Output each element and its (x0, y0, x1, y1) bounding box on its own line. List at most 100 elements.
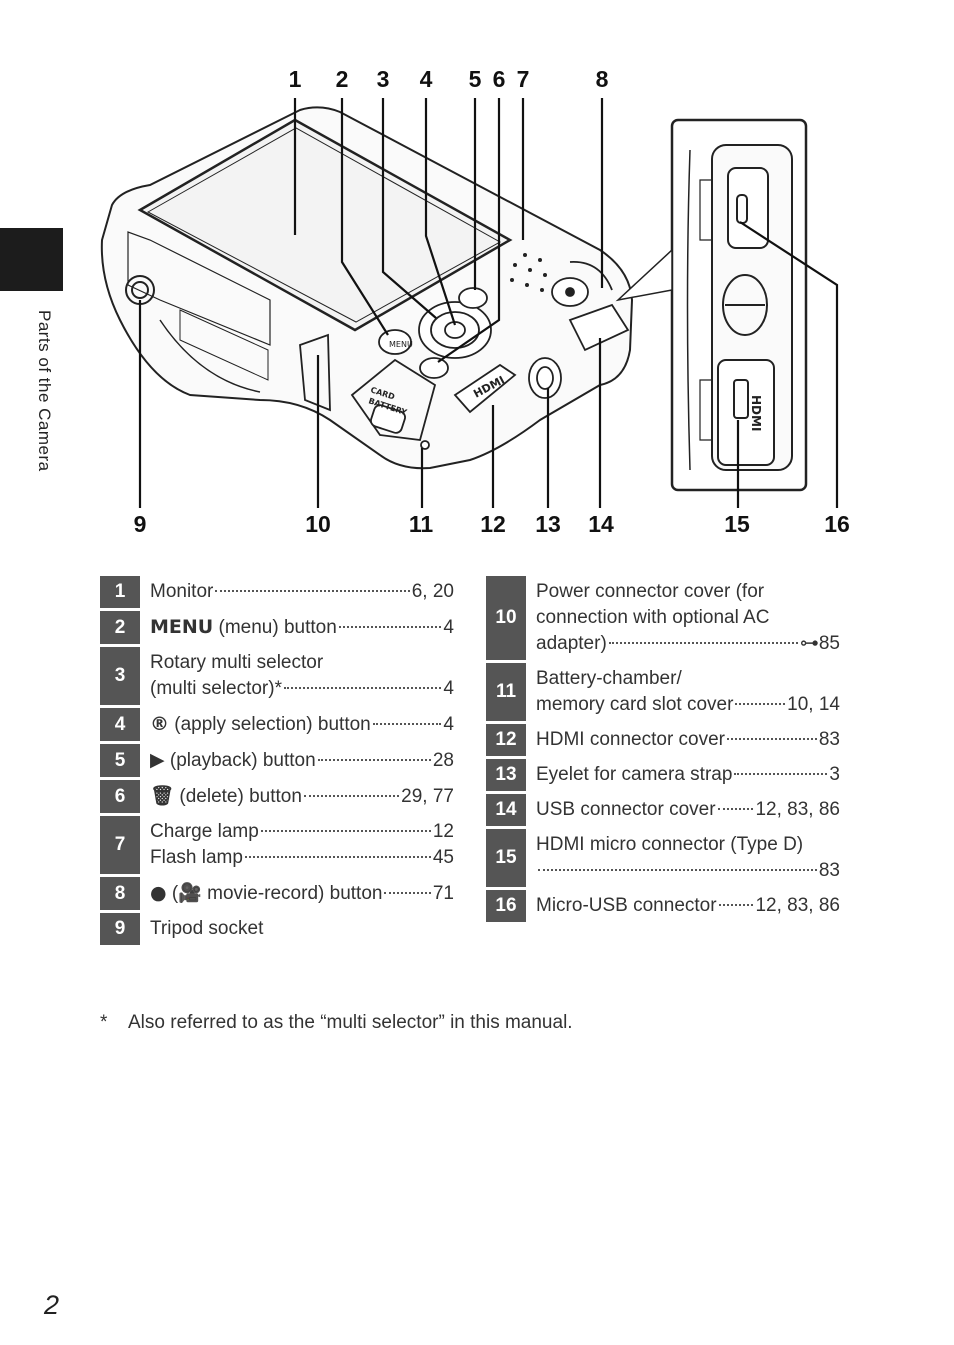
description-text: Battery-chamber/ (536, 666, 682, 692)
page-reference: 10, 14 (787, 694, 840, 715)
callout-4: 4 (419, 66, 433, 92)
page-reference: 4 (443, 714, 454, 735)
footnote-text: Also referred to as the “multi selector”… (128, 1012, 573, 1033)
part-number: 2 (100, 611, 140, 644)
part-description: HDMI micro connector (Type D) 83 (526, 829, 840, 887)
part-number: 6 (100, 780, 140, 813)
page-reference: 6, 20 (411, 581, 454, 602)
part-description: Rotary multi selector(multi selector)* 4 (140, 647, 454, 705)
part-number: 11 (486, 663, 526, 721)
description-line: Eyelet for camera strap 3 (536, 762, 840, 788)
callout-14: 14 (588, 511, 614, 537)
description-text: ® (apply selection) button (150, 711, 371, 738)
parts-row: 11 Battery-chamber/memory card slot cover… (486, 663, 840, 721)
callout-11: 11 (408, 511, 434, 537)
description-line: adapter) ⊶85 (536, 631, 840, 657)
description-label: (playback) button (164, 750, 316, 771)
hdmi-port-marking: HDMI (749, 395, 763, 431)
description-line: Rotary multi selector (150, 650, 454, 676)
part-number: 10 (486, 576, 526, 660)
description-label: connection with optional AC (536, 607, 770, 628)
description-text: Micro-USB connector (536, 893, 717, 919)
description-text: HDMI connector cover (536, 727, 725, 753)
description-text: Monitor (150, 579, 213, 605)
description-text: USB connector cover (536, 797, 716, 823)
part-description: Tripod socket (140, 913, 454, 945)
page-reference: 28 (432, 750, 454, 771)
description-label: Flash lamp (150, 847, 243, 868)
dot-leader (735, 703, 786, 705)
description-line: HDMI micro connector (Type D) (536, 832, 840, 858)
description-label: Micro-USB connector (536, 895, 717, 916)
footnote-marker: * (100, 1012, 108, 1033)
description-label: Eyelet for camera strap (536, 764, 733, 785)
description-line: connection with optional AC (536, 605, 840, 631)
camera-controls: MENU HDMI CARD BATTERY (299, 253, 630, 450)
page-reference: 4 (443, 678, 454, 699)
dot-leader (384, 892, 431, 894)
description-label: (multi selector)* (150, 678, 282, 699)
callout-2: 2 (335, 66, 349, 92)
callout-3: 3 (376, 66, 390, 92)
part-number: 14 (486, 794, 526, 826)
description-label: HDMI connector cover (536, 729, 726, 750)
description-text: Power connector cover (for (536, 579, 764, 605)
part-description: Eyelet for camera strap 3 (526, 759, 840, 791)
page-reference: ⊶85 (799, 633, 840, 654)
parts-row: 10 Power connector cover (for connection w… (486, 576, 840, 660)
part-description: USB connector cover 12, 83, 86 (526, 794, 840, 826)
dot-leader (317, 759, 431, 761)
dot-leader (372, 723, 442, 725)
description-text: (multi selector)* (150, 676, 282, 702)
parts-row: 5 ▶ (playback) button 28 (100, 744, 454, 777)
dot-leader (538, 869, 817, 871)
description-label: (apply selection) button (169, 714, 371, 735)
callout-8: 8 (595, 66, 609, 92)
description-line: Monitor 6, 20 (150, 579, 454, 605)
section-label: Parts of the Camera (35, 310, 54, 472)
description-text: ▶ (playback) button (150, 747, 316, 774)
part-number: 13 (486, 759, 526, 791)
part-number: 15 (486, 829, 526, 887)
button-symbol-icon: 🗑 (150, 785, 175, 807)
description-line: 83 (536, 858, 840, 884)
description-label: HDMI micro connector (Type D) (536, 834, 804, 855)
svg-text:MENU: MENU (389, 340, 413, 349)
description-label: memory card slot cover (536, 694, 734, 715)
page-reference: 45 (432, 847, 454, 868)
callout-5: 5 (468, 66, 482, 92)
description-label: Charge lamp (150, 821, 259, 842)
part-number: 5 (100, 744, 140, 777)
description-text: Flash lamp (150, 845, 243, 871)
callout-9: 9 (133, 511, 147, 537)
description-line: ® (apply selection) button 4 (150, 711, 454, 738)
description-line: Flash lamp 45 (150, 845, 454, 871)
parts-row: 13 Eyelet for camera strap 3 (486, 759, 840, 791)
description-label: Battery-chamber/ (536, 668, 682, 689)
parts-row: 3 Rotary multi selector(multi selector)* 4 (100, 647, 454, 705)
description-label: Power connector cover (for (536, 581, 765, 602)
part-number: 3 (100, 647, 140, 705)
callout-1: 1 (288, 66, 302, 92)
movie-icon: 🎥 (178, 882, 202, 904)
page-number: 2 (44, 1290, 60, 1320)
page-reference: 71 (432, 883, 454, 904)
description-label: ( (166, 883, 179, 904)
camera-diagram: MENU HDMI CARD BATTERY (100, 98, 839, 508)
part-number: 8 (100, 877, 140, 910)
dot-leader (734, 773, 828, 775)
description-label: Tripod socket (150, 918, 264, 939)
callout-13: 13 (535, 511, 561, 537)
description-text: memory card slot cover (536, 692, 733, 718)
button-symbol-icon: ▶ (150, 749, 165, 771)
description-line: ▶ (playback) button 28 (150, 747, 454, 774)
description-text: Rotary multi selector (150, 650, 323, 676)
